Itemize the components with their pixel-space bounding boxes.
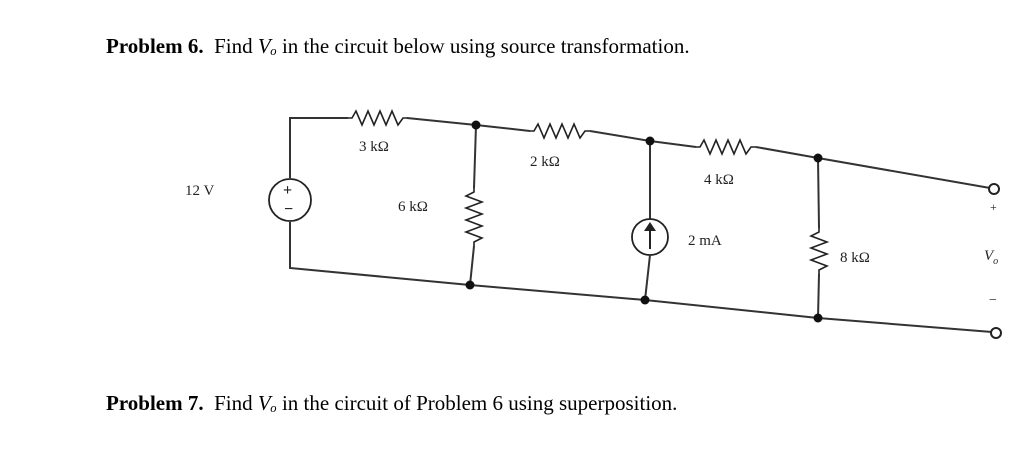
resistor-3k-label: 3 kΩ: [359, 139, 389, 155]
current-source-arrowhead-icon: [644, 222, 656, 231]
wire-6k-bottom: [469, 245, 475, 286]
node-bottom-1: [465, 280, 475, 290]
resistor-2k: [530, 121, 590, 141]
output-terminal-minus: [990, 327, 1002, 339]
output-plus-sign: +: [990, 200, 997, 214]
wire-cs-bottom: [644, 254, 651, 301]
resistor-3k: [348, 108, 407, 128]
output-terminal-plus: [988, 183, 1000, 195]
resistor-6k-label: 6 kΩ: [398, 199, 428, 215]
voltage-source-12v: [268, 178, 312, 222]
voltage-source-minus: −: [284, 201, 293, 218]
problem-7-text-before: Find: [214, 391, 258, 415]
problem-6-label: Problem 6.: [106, 34, 204, 58]
resistor-2k-label: 2 kΩ: [530, 154, 560, 170]
wire-6k-top: [473, 124, 477, 189]
voltage-source-label: 12 V: [185, 183, 214, 199]
node-bottom-2: [640, 295, 650, 305]
output-voltage-label: Vo: [984, 248, 998, 267]
wire-top-b: [589, 130, 697, 148]
resistor-8k-label: 8 kΩ: [840, 250, 870, 266]
problem-6-text-after: in the circuit below using source transf…: [276, 34, 690, 58]
wire-bottom: [289, 222, 993, 333]
node-top-3: [813, 153, 823, 163]
output-minus-sign: −: [989, 293, 997, 308]
resistor-4k: [696, 137, 756, 157]
wire-8k-top: [817, 157, 820, 229]
problem-6-text-before: Find: [214, 34, 258, 58]
node-top-1: [471, 120, 481, 130]
resistor-4k-label: 4 kΩ: [704, 172, 734, 188]
problem-7-label: Problem 7.: [106, 391, 204, 415]
current-source-label: 2 mA: [688, 233, 722, 249]
problem-6-statement: Problem 6. Find Vₒ in the circuit below …: [106, 33, 690, 59]
wire-top-c: [755, 146, 991, 189]
problem-6-vo-symbol: Vₒ: [257, 34, 277, 58]
problem-7-vo-symbol: Vₒ: [257, 391, 277, 415]
wire-top-a: [406, 117, 531, 132]
problem-7-text-after: in the circuit of Problem 6 using superp…: [276, 391, 678, 415]
voltage-source-plus: +: [283, 182, 292, 199]
resistor-6k: [463, 188, 485, 246]
output-voltage-v: V: [984, 248, 995, 264]
problem-7-statement: Problem 7. Find Vₒ in the circuit of Pro…: [106, 390, 677, 416]
wire-8k-bottom: [817, 273, 820, 319]
resistor-8k: [808, 228, 830, 274]
output-voltage-subscript: o: [993, 256, 998, 267]
node-bottom-3: [813, 313, 823, 323]
wire-top-left: [289, 117, 348, 178]
node-top-2: [645, 136, 655, 146]
